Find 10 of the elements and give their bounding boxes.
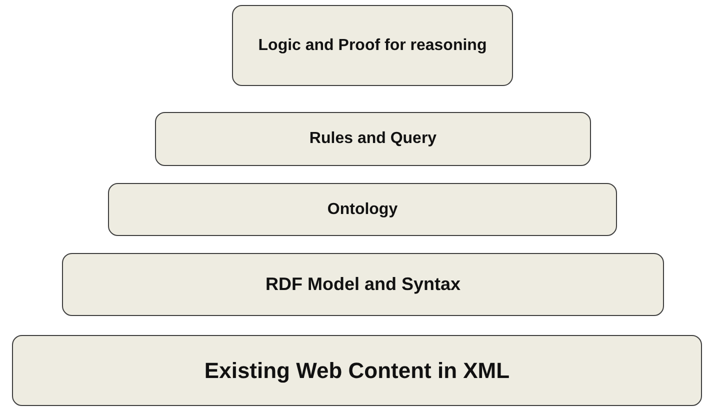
layer-box	[155, 112, 591, 166]
layer-box	[108, 183, 617, 236]
layer-label: Logic and Proof for reasoning	[258, 36, 487, 56]
layer-box	[232, 5, 513, 86]
layer-label: Ontology	[327, 200, 398, 218]
layer-label: Existing Web Content in XML	[204, 358, 510, 384]
layer-box	[62, 253, 664, 316]
layer-label: Rules and Query	[309, 130, 437, 148]
layer-box	[12, 335, 702, 406]
layer-label: RDF Model and Syntax	[265, 274, 461, 295]
